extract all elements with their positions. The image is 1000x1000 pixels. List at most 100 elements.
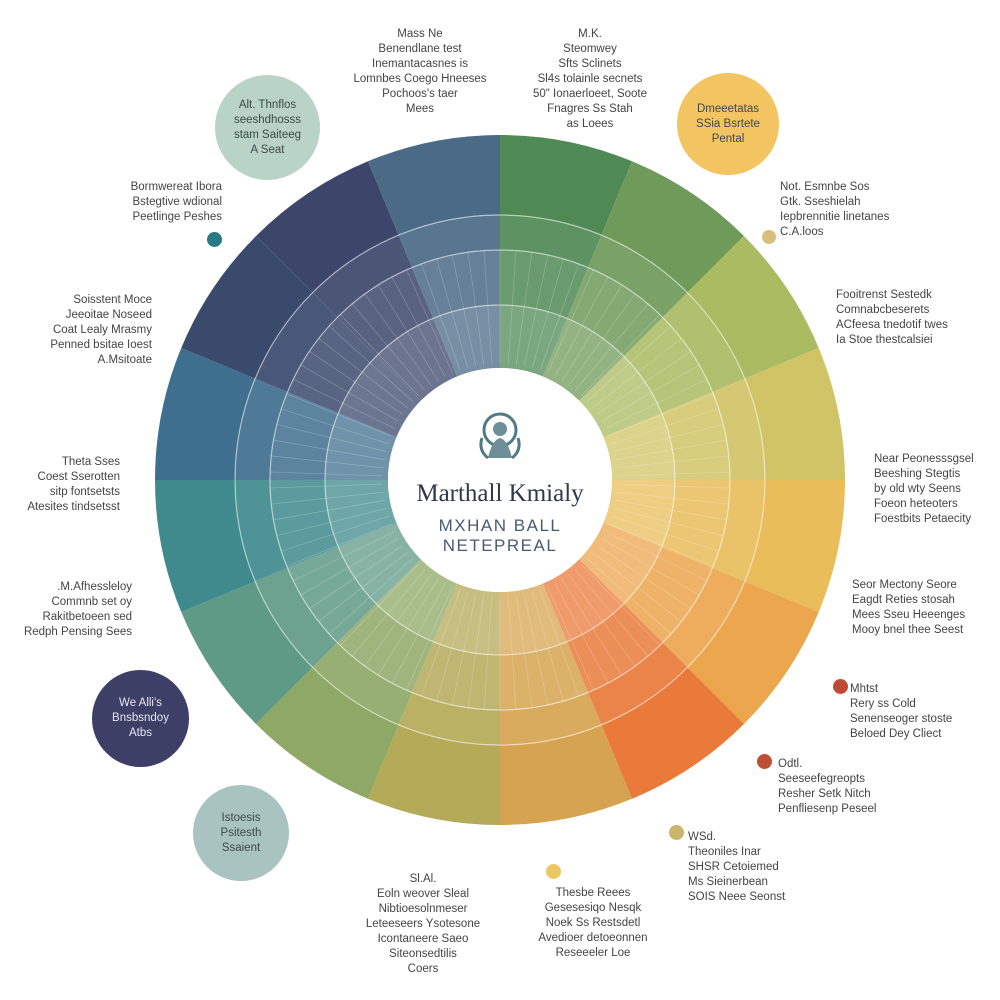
wheel-middle-segment [712, 480, 765, 582]
wheel-stripe-line [523, 594, 549, 706]
wheel-inner-segment [270, 480, 339, 569]
wheel-stripe-line [286, 523, 392, 567]
wheel-inner-segment [411, 641, 500, 710]
wheel-stripe-line [591, 551, 682, 622]
wheel-inner-segment [661, 391, 730, 480]
wheel-outer-segment [687, 236, 819, 379]
wheel-stripe-line [616, 483, 730, 489]
wheel-stripe-line [339, 314, 420, 397]
wheel-stripe-line [547, 269, 594, 374]
wheel-inner-segment [411, 250, 500, 319]
wheel-core-segment [500, 305, 567, 377]
wheel-stripe-line [436, 592, 469, 702]
wheel-stripe-line [561, 579, 623, 676]
wheel-outer-segment [367, 724, 500, 825]
wheel-stripe-line [601, 538, 700, 596]
wheel-stripe-line [604, 378, 707, 430]
wheel-stripe-line [601, 364, 700, 422]
wheel-stripe-line [568, 574, 636, 667]
wheel-stripe-line [300, 364, 399, 422]
center-subtitle-line-2: NETEPREAL [442, 536, 558, 555]
wheel-stripe-line [270, 471, 384, 477]
wheel-stripe-line [580, 314, 661, 397]
wheel-stripe-line [351, 303, 426, 391]
wheel-stripe-line [531, 258, 564, 368]
wheel-stripe-line [554, 276, 609, 377]
wheel-inner-segment [623, 317, 713, 414]
wheel-core-segment [325, 413, 397, 480]
wheel-stripe-line [273, 439, 385, 461]
teal-dot [207, 232, 222, 247]
wheel-stripe-line [281, 515, 389, 552]
wheel-middle-segment [235, 480, 288, 582]
wheel-stripe-line [328, 557, 414, 635]
wheel-outer-segment [500, 724, 633, 826]
wheel-core-segment [433, 305, 500, 377]
wheel-middle-segment [235, 378, 288, 480]
wheel-stripe-line [574, 569, 649, 657]
wheel-stripe-line [309, 545, 404, 609]
wheel-stripe-line [616, 491, 729, 505]
wheel-stripe-line [276, 423, 387, 453]
wheel-outer-segment [500, 135, 633, 236]
wheel-stripe-line [406, 586, 453, 691]
rust-dot [833, 679, 848, 694]
mustard-dot-upper [762, 230, 776, 244]
wheel-stripe-line [561, 284, 623, 381]
wheel-stripe-line [591, 338, 682, 409]
wheel-stripe-line [547, 586, 594, 691]
wheel-inner-segment [566, 267, 663, 357]
wheel-stripe-line [507, 250, 517, 364]
wheel-stripe-line [339, 563, 420, 646]
wheel-inner-segment [270, 391, 339, 480]
wheel-stripe-line [420, 263, 461, 371]
wheel-stripe-line [483, 596, 493, 710]
wheel-stripe-line [616, 471, 730, 477]
wheel-stripe-line [406, 269, 453, 374]
wheel-outer-segment [687, 581, 819, 724]
wheel-stripe-line [309, 351, 404, 415]
wheel-stripe-line [586, 325, 672, 403]
wheel-core-segment [325, 480, 397, 547]
wheel-outer-segment [181, 581, 313, 724]
wheel-inner-segment [500, 250, 589, 319]
wheel-stripe-line [568, 293, 636, 386]
wheel-core-segment [603, 413, 675, 480]
wheel-stripe-line [286, 393, 392, 437]
wheel-core-segment [603, 480, 675, 547]
wheel-stripe-line [515, 252, 533, 365]
wheel-stripe-line [613, 423, 724, 453]
wheel-stripe-line [436, 258, 469, 368]
wheel-stripe-line [391, 583, 446, 684]
wheel-stripe-line [420, 589, 461, 697]
rust-dot-2 [757, 754, 772, 769]
wheel-inner-segment [337, 267, 434, 357]
wheel-stripe-line [574, 303, 649, 391]
wheel-outer-segment [256, 667, 399, 799]
wheel-outer-segment [155, 480, 256, 613]
wheel-inner-segment [623, 546, 713, 643]
wheel-stripe-line [467, 252, 485, 365]
wheel-stripe-line [615, 499, 727, 521]
wheel-stripe-line [281, 408, 389, 445]
wheel-stripe-line [608, 393, 714, 437]
wheel-core-segment [500, 583, 567, 655]
wheel-inner-segment [566, 603, 663, 693]
wheel-middle-segment [588, 235, 688, 318]
center-disc [388, 368, 612, 592]
wheel-outer-segment [744, 480, 845, 613]
wheel-stripe-line [531, 592, 564, 702]
wheel-stripe-line [364, 574, 432, 667]
wheel-stripe-line [364, 293, 432, 386]
